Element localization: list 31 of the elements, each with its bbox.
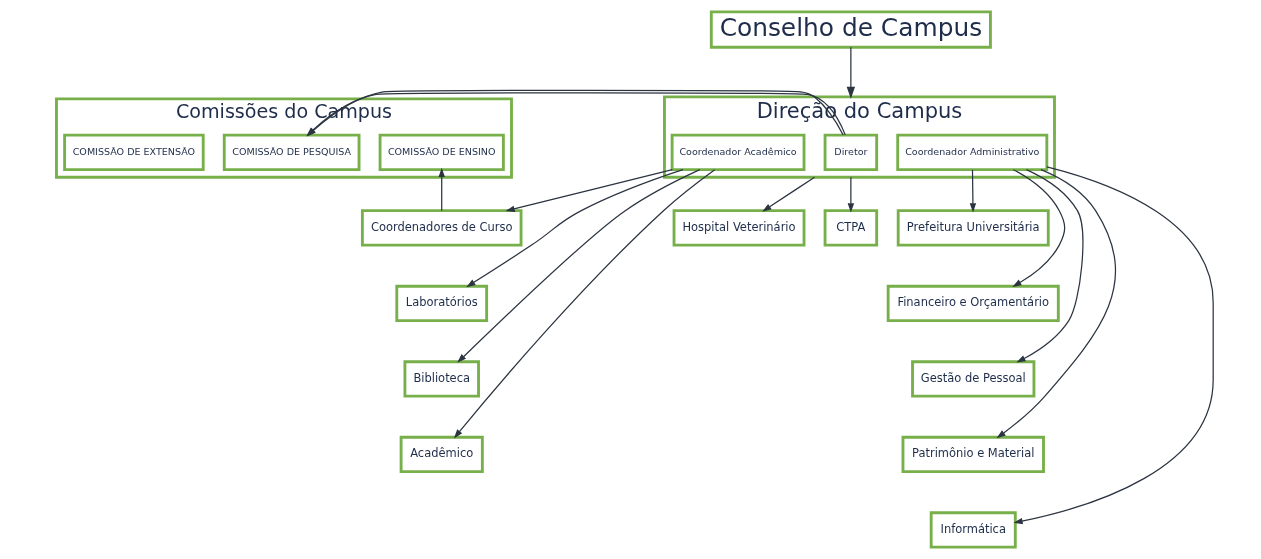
node-box: Biblioteca [403, 360, 480, 398]
node-box: Coordenadores de Curso [360, 209, 522, 247]
arrow [505, 169, 673, 212]
arrow [847, 176, 854, 213]
arrow [996, 168, 1116, 439]
node-box: Prefeitura Universitária [896, 209, 1050, 247]
arrow [1012, 166, 1214, 525]
arrow [438, 167, 445, 212]
arrow [761, 176, 815, 212]
node-box: Diretor [823, 133, 878, 171]
node-box: Acadêmico [399, 435, 484, 474]
node-box: Patrimônio e Material [901, 435, 1045, 474]
node-box: Coordenador Administrativo [895, 133, 1048, 171]
node-box: COMISSÃO DE PESQUISA [222, 133, 360, 171]
node-box: CTPA [823, 209, 878, 247]
arrow [1015, 169, 1083, 363]
arrow [846, 46, 855, 99]
node-box: Conselho de Campus [709, 10, 992, 49]
node-box: Laboratórios [394, 284, 488, 323]
node-box: Gestão de Pessoal [910, 360, 1035, 398]
node-box: Hospital Veterinário [672, 209, 805, 247]
node-box: Informática [929, 511, 1017, 549]
arrow [969, 169, 976, 213]
node-box: COMISSÃO DE ENSINO [378, 133, 505, 171]
node-box: COMISSÃO DE EXTENSÃO [62, 133, 205, 171]
arrow [1011, 169, 1065, 287]
arrow [465, 169, 684, 288]
node-box: Financeiro e Orçamentário [886, 284, 1060, 323]
arrow [453, 169, 715, 439]
node-box: Coordenador Acadêmico [670, 133, 805, 171]
arrow [456, 169, 700, 363]
